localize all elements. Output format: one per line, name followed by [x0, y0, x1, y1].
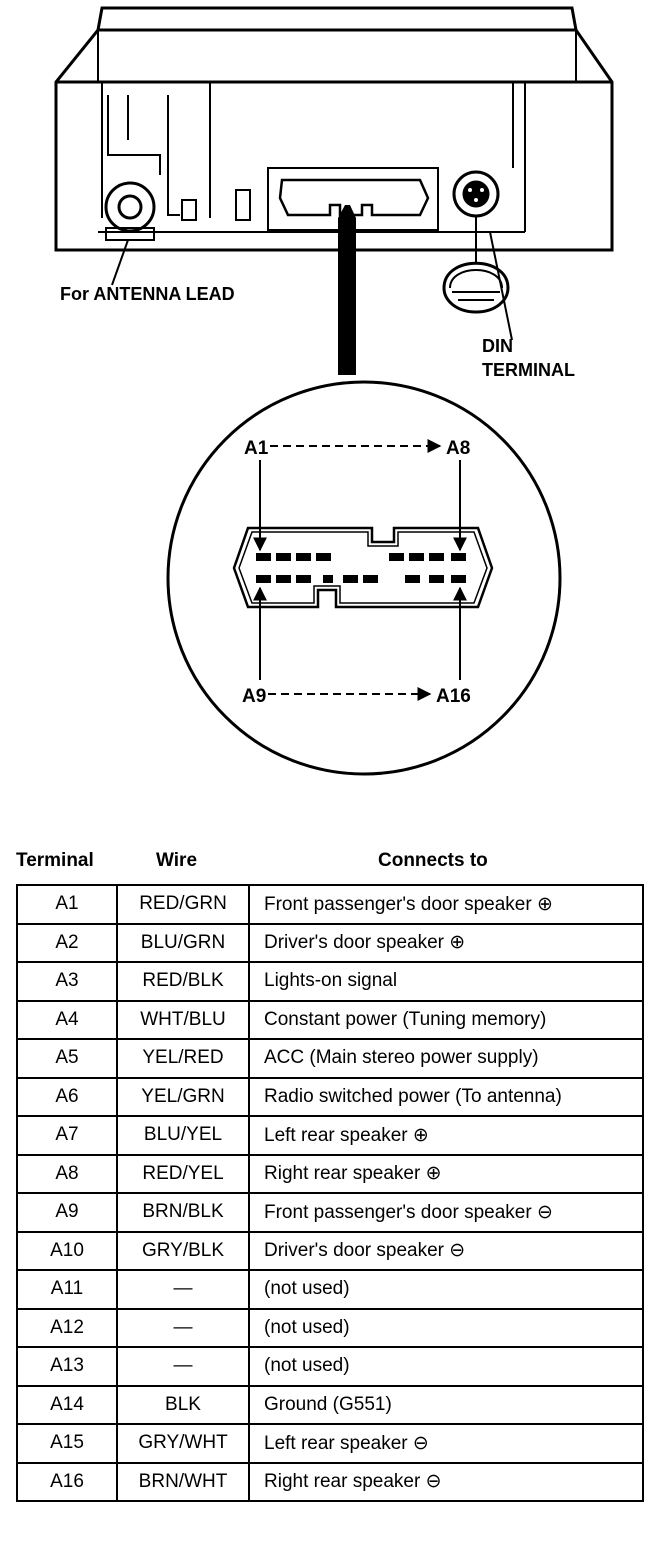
din-label-line2: TERMINAL — [482, 360, 575, 380]
terminal-cell: A16 — [16, 1461, 118, 1502]
din-socket — [452, 170, 500, 262]
wire-cell: BRN/BLK — [116, 1192, 250, 1233]
wire-cell: GRY/WHT — [116, 1423, 250, 1464]
antenna-leader — [111, 239, 129, 286]
pin-row-upper — [256, 553, 466, 561]
terminal-cell: A15 — [16, 1423, 118, 1464]
connects-to-cell: Driver's door speaker ⊕ — [248, 922, 644, 963]
connects-to-cell: Ground (G551) — [248, 1384, 644, 1425]
connects-to-cell: Radio switched power (To antenna) — [248, 1076, 644, 1117]
connects-to-cell: Lights-on signal — [248, 961, 644, 1002]
connects-to-cell: (not used) — [248, 1307, 644, 1348]
terminal-cell: A2 — [16, 922, 118, 963]
connects-to-cell: Constant power (Tuning memory) — [248, 999, 644, 1040]
antenna-jack — [104, 181, 156, 241]
terminal-cell: A11 — [16, 1269, 118, 1310]
terminal-cell: A5 — [16, 1038, 118, 1079]
wire-cell: RED/BLK — [116, 961, 250, 1002]
connects-to-cell: (not used) — [248, 1346, 644, 1387]
header-terminal: Terminal — [16, 850, 94, 871]
connects-to-cell: Right rear speaker ⊕ — [248, 1153, 644, 1194]
pin-label-a16: A16 — [436, 686, 471, 707]
wire-cell: GRY/BLK — [116, 1230, 250, 1271]
connects-to-cell: Left rear speaker ⊕ — [248, 1115, 644, 1156]
wire-cell: RED/GRN — [116, 884, 250, 925]
terminal-cell: A8 — [16, 1153, 118, 1194]
din-label-line1: DIN — [482, 336, 513, 356]
wire-cell: — — [116, 1269, 250, 1310]
terminal-cell: A7 — [16, 1115, 118, 1156]
table-row: A13—(not used) — [16, 1346, 644, 1387]
connects-to-cell: Front passenger's door speaker ⊖ — [248, 1192, 644, 1233]
wire-cell: — — [116, 1307, 250, 1348]
connector-housing — [232, 526, 494, 609]
din-plug — [442, 261, 510, 314]
wire-cell: BLK — [116, 1384, 250, 1425]
pin-label-a8: A8 — [446, 438, 470, 459]
wire-cell: RED/YEL — [116, 1153, 250, 1194]
wire-cell: WHT/BLU — [116, 999, 250, 1040]
connector-housing-inner — [238, 531, 488, 604]
header-wire: Wire — [156, 850, 198, 871]
table-row: A11—(not used) — [16, 1269, 644, 1310]
wire-cell: YEL/RED — [116, 1038, 250, 1079]
wire-cell: BRN/WHT — [116, 1461, 250, 1502]
wire-cell: YEL/GRN — [116, 1076, 250, 1117]
pin-order-arrows — [253, 439, 467, 701]
antenna-lead-label: For ANTENNA LEAD — [60, 284, 235, 304]
header-connects-to: Connects to — [378, 850, 488, 871]
connects-to-cell: Front passenger's door speaker ⊕ — [248, 884, 644, 925]
pin-row-lower — [256, 575, 466, 583]
connector-callout-pointer — [338, 218, 356, 375]
din-leader — [489, 231, 513, 341]
pin-label-a9: A9 — [242, 686, 266, 707]
wire-cell: BLU/GRN — [116, 922, 250, 963]
connects-to-cell: (not used) — [248, 1269, 644, 1310]
wire-cell: — — [116, 1346, 250, 1387]
wire-cell: BLU/YEL — [116, 1115, 250, 1156]
terminal-cell: A14 — [16, 1384, 118, 1425]
terminal-cell: A12 — [16, 1307, 118, 1348]
terminal-cell: A1 — [16, 884, 118, 925]
connects-to-cell: Driver's door speaker ⊖ — [248, 1230, 644, 1271]
radio-unit-body — [54, 6, 614, 252]
connects-to-cell: Left rear speaker ⊖ — [248, 1423, 644, 1464]
terminal-cell: A10 — [16, 1230, 118, 1271]
terminal-cell: A13 — [16, 1346, 118, 1387]
connector-diagram: For ANTENNA LEAD DIN TERMINAL A1 A8 A9 A… — [54, 6, 614, 776]
table-row: A12—(not used) — [16, 1307, 644, 1348]
terminal-cell: A9 — [16, 1192, 118, 1233]
connects-to-cell: Right rear speaker ⊖ — [248, 1461, 644, 1502]
connects-to-cell: ACC (Main stereo power supply) — [248, 1038, 644, 1079]
pin-label-a1: A1 — [244, 438, 269, 459]
terminal-cell: A6 — [16, 1076, 118, 1117]
terminal-cell: A4 — [16, 999, 118, 1040]
terminal-cell: A3 — [16, 961, 118, 1002]
